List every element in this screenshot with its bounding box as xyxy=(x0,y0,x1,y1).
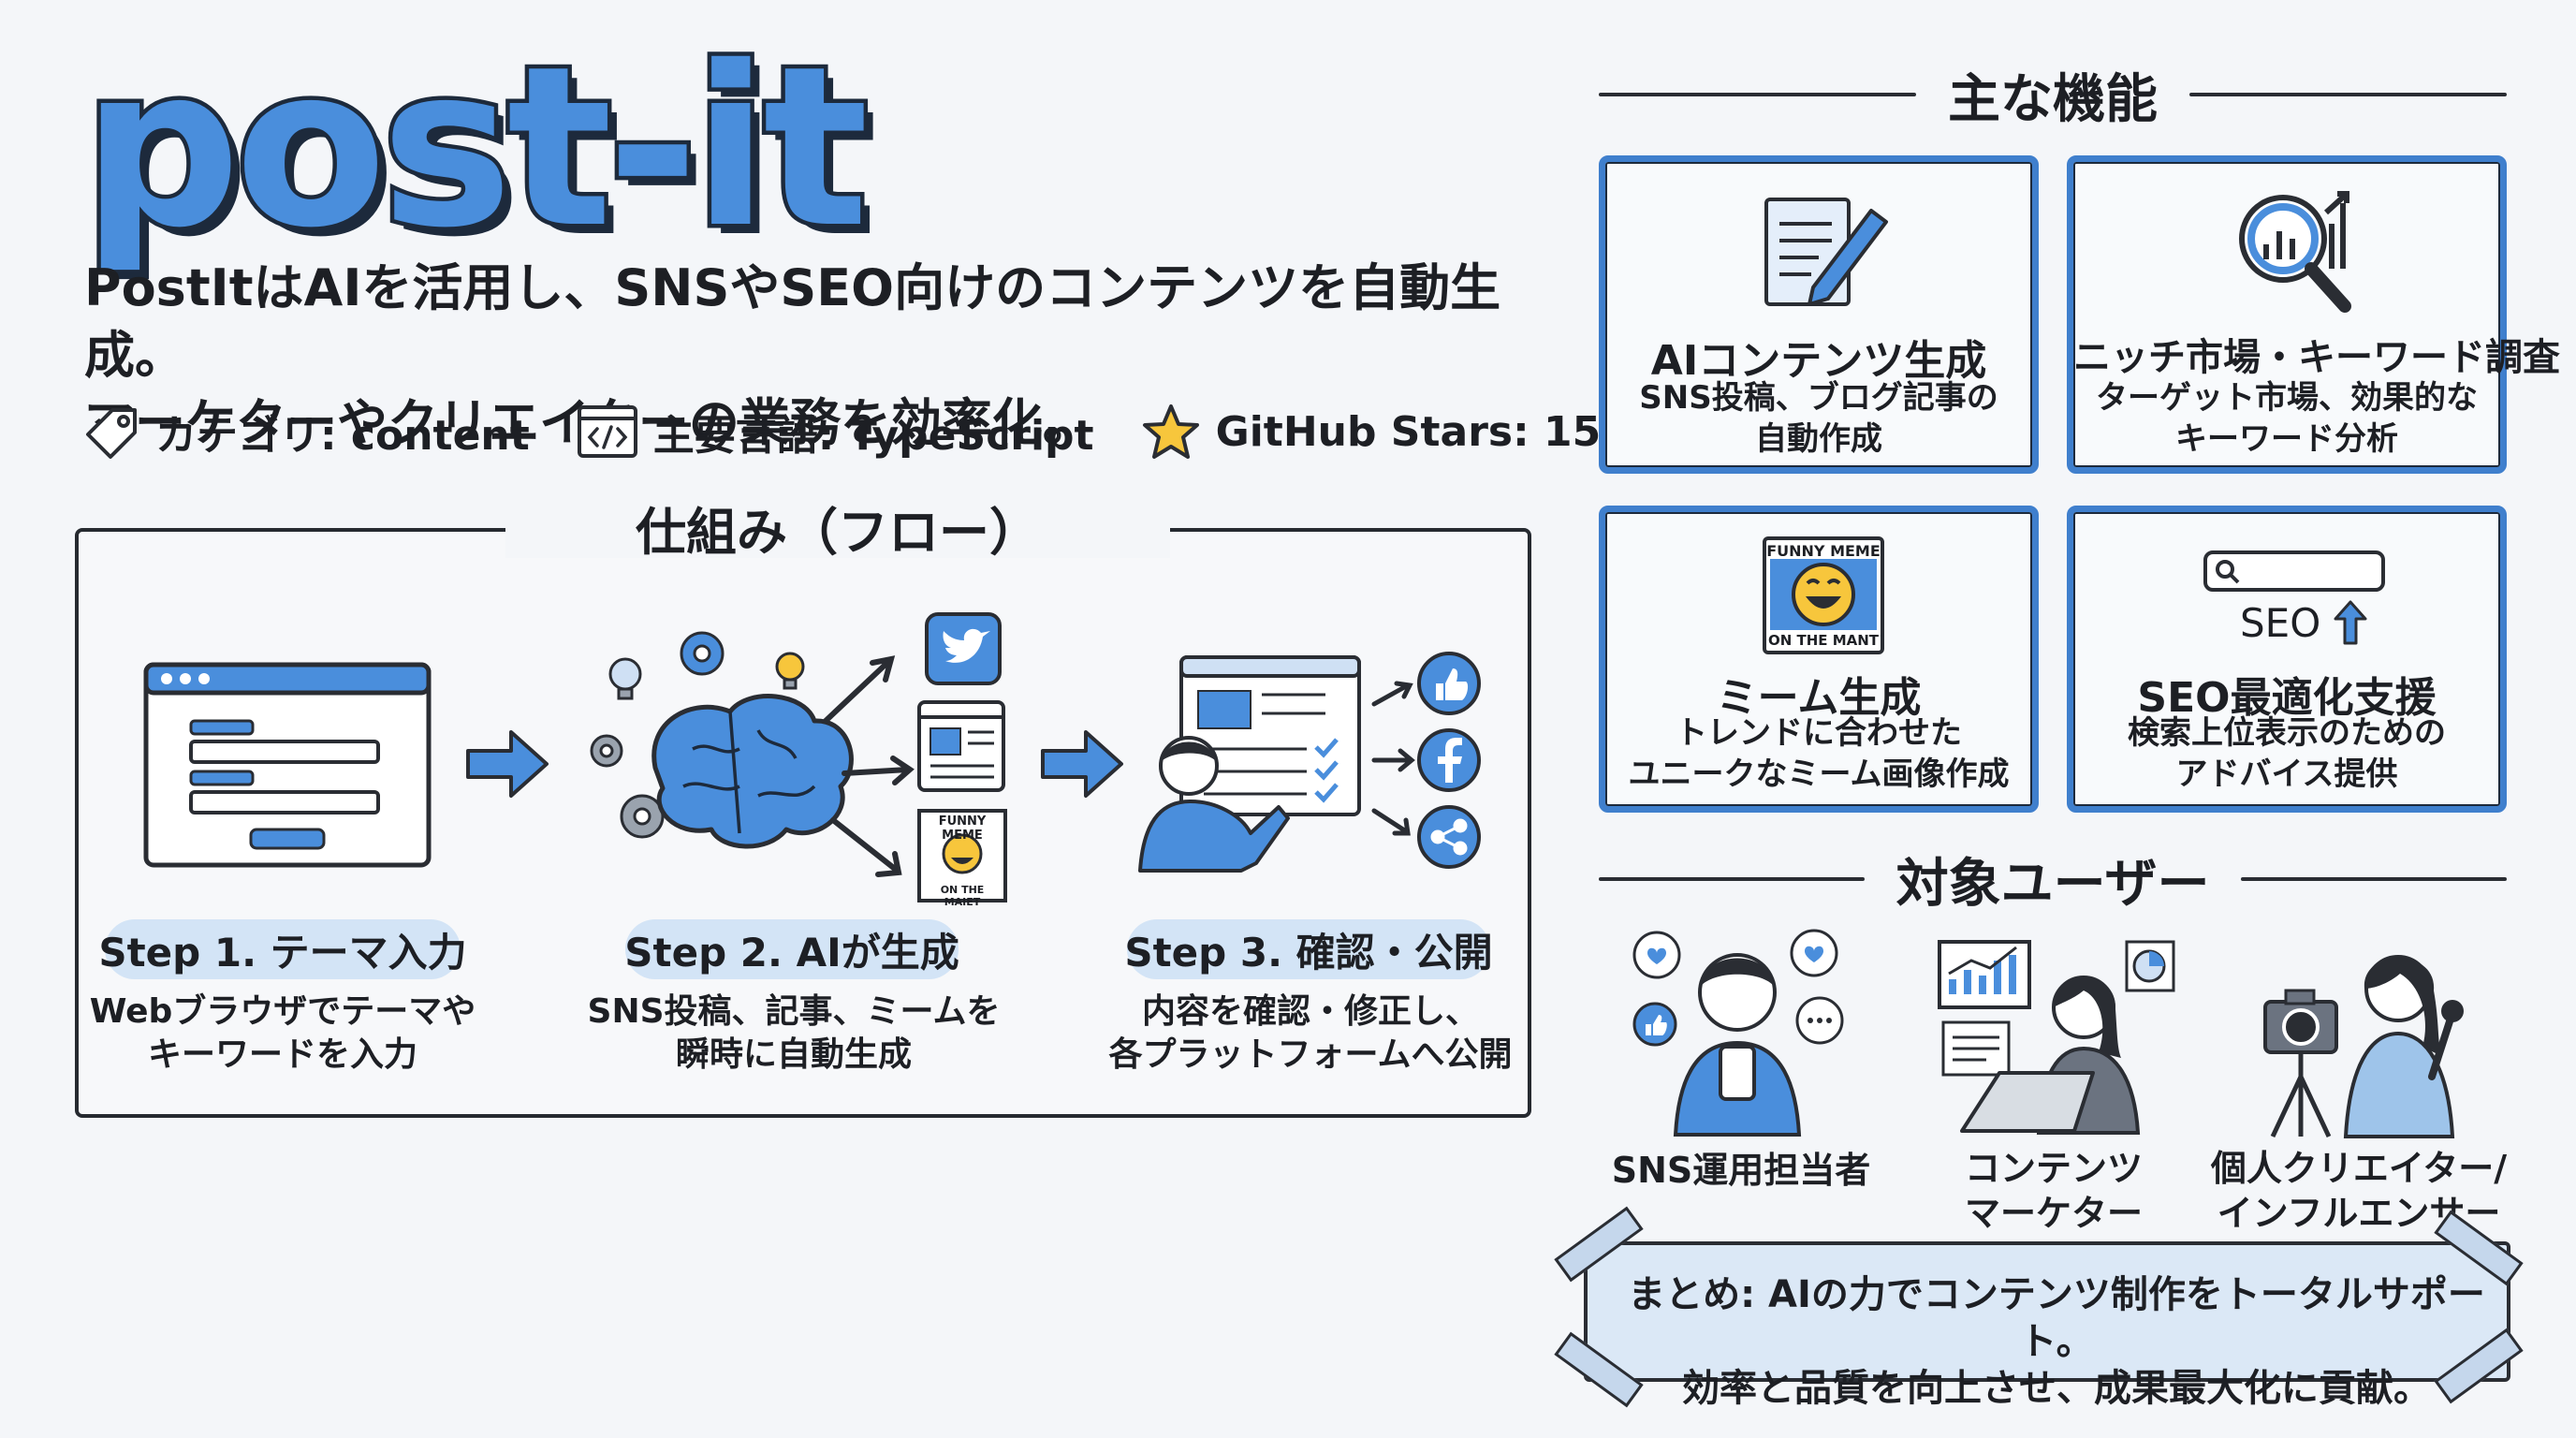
features-heading: 主な機能 xyxy=(1599,62,2507,130)
flow-heading: 仕組み（フロー） xyxy=(505,496,1170,562)
feature-3-desc: トレンドに合わせた ユニークなミーム画像作成 xyxy=(1628,714,2010,793)
review-publish-icon xyxy=(1138,652,1481,873)
users-heading-text: 対象ユーザー xyxy=(1895,853,2210,915)
users-heading: 対象ユーザー xyxy=(1599,846,2508,915)
feature-1-title: AIコンテンツ生成 xyxy=(1650,337,1987,385)
feature-2-title: ニッチ市場・キーワード調査 xyxy=(2073,336,2560,379)
twitter-icon xyxy=(943,628,990,663)
share-icon xyxy=(1430,818,1468,856)
feature-1-desc: SNS投稿、ブログ記事の 自動作成 xyxy=(1639,379,1998,458)
magnifier-chart-icon xyxy=(2239,191,2351,313)
stars-text: GitHub Stars: 15 xyxy=(1215,407,1602,456)
tagline-line-1: PostItはAIを活用し、SNSやSEO向けのコンテンツを自動生成。 xyxy=(84,258,1501,385)
meta-language: 主要言語: TypeScript xyxy=(577,402,1094,462)
arrow-up-icon xyxy=(2334,600,2367,645)
tag-icon xyxy=(86,408,137,459)
feature-card-niche-research: ニッチ市場・キーワード調査 ターゲット市場、効果的な キーワード分析 xyxy=(2067,155,2560,474)
feature-4-desc: 検索上位表示のための アドバイス提供 xyxy=(2128,714,2446,793)
star-icon xyxy=(1142,404,1199,459)
feature-card-meme: FUNNY MEME ON THE MANT ミーム生成 トレンドに合わせた ユ… xyxy=(1599,506,2039,813)
browser-form-icon xyxy=(143,662,432,868)
creator-influencer-illustration xyxy=(2263,955,2464,1138)
logo: post-it xyxy=(78,19,872,276)
tagline: PostItはAIを活用し、SNSやSEO向けのコンテンツを自動生成。 マーケタ… xyxy=(84,255,1544,457)
meta-row: カテゴリ: content 主要言語: TypeScript GitHub St… xyxy=(82,399,1601,464)
summary-line-2: 効率と品質を向上させ、成果最大化に貢献。 xyxy=(1682,1367,2431,1410)
feature-card-ai-content: AIコンテンツ生成 SNS投稿、ブログ記事の 自動作成 xyxy=(1599,155,2039,474)
feature-2-desc: ターゲット市場、効果的な キーワード分析 xyxy=(2096,379,2478,458)
content-marketer-illustration xyxy=(1938,940,2175,1135)
language-text: 主要言語: TypeScript xyxy=(652,412,1094,460)
meta-category: カテゴリ: content xyxy=(82,402,530,462)
summary-text: まとめ: AIの力でコンテンツ制作をトータルサポート。 効率と品質を向上させ、成… xyxy=(1621,1271,2492,1412)
step-3-desc: 内容を確認・修正し、 各プラットフォームへ公開 xyxy=(1108,992,1513,1074)
lightbulb-icon xyxy=(608,652,805,700)
seo-word: SEO xyxy=(2240,600,2321,646)
user-3-label: 個人クリエイター/ インフルエンサー xyxy=(2210,1148,2508,1234)
meme-icon xyxy=(1763,536,1884,654)
code-window-icon xyxy=(577,405,637,458)
document-pen-icon xyxy=(1764,198,1888,306)
summary-box: まとめ: AIの力でコンテンツ制作をトータルサポート。 効率と品質を向上させ、成… xyxy=(1584,1241,2510,1410)
flow-meme-top: FUNNY MEME xyxy=(938,814,987,843)
sns-manager-illustration xyxy=(1632,929,1844,1137)
user-2-label: コンテンツ マーケター xyxy=(1964,1148,2143,1234)
step-2-desc: SNS投稿、記事、ミームを 瞬時に自動生成 xyxy=(587,992,1001,1074)
features-heading-text: 主な機能 xyxy=(1948,68,2158,130)
card-meme-top: FUNNY MEME xyxy=(1766,542,1881,560)
flow-heading-text: 仕組み（フロー） xyxy=(636,502,1040,562)
ai-brain-icon xyxy=(590,612,1007,902)
thumbs-up-icon xyxy=(1436,668,1469,700)
meta-stars: GitHub Stars: 15 xyxy=(1141,403,1602,461)
gear-icon xyxy=(590,631,724,839)
feature-3-title: ミーム生成 xyxy=(1716,674,1922,722)
feature-4-title: SEO最適化支援 xyxy=(2137,674,2437,722)
summary-line-1: まとめ: AIの力でコンテンツ制作をトータルサポート。 xyxy=(1628,1273,2485,1363)
category-text: カテゴリ: content xyxy=(155,412,530,460)
flow-arrow-2 xyxy=(1041,730,1123,798)
search-bar-icon xyxy=(2203,550,2385,592)
step-1-label: Step 1. テーマ入力 xyxy=(98,919,467,979)
step-3-label: Step 3. 確認・公開 xyxy=(1124,919,1493,979)
facebook-icon xyxy=(1438,738,1462,783)
step-2-label: Step 2. AIが生成 xyxy=(624,919,959,979)
card-meme-bottom: ON THE MANT xyxy=(1767,632,1880,649)
step-1-desc: Webブラウザでテーマや キーワードを入力 xyxy=(89,992,476,1074)
user-1-label: SNS運用担当者 xyxy=(1611,1150,1871,1191)
feature-card-seo: SEO SEO最適化支援 検索上位表示のための アドバイス提供 xyxy=(2067,506,2507,813)
flow-meme-bottom: ON THE MAIET xyxy=(940,884,985,908)
flow-arrow-1 xyxy=(466,730,549,798)
